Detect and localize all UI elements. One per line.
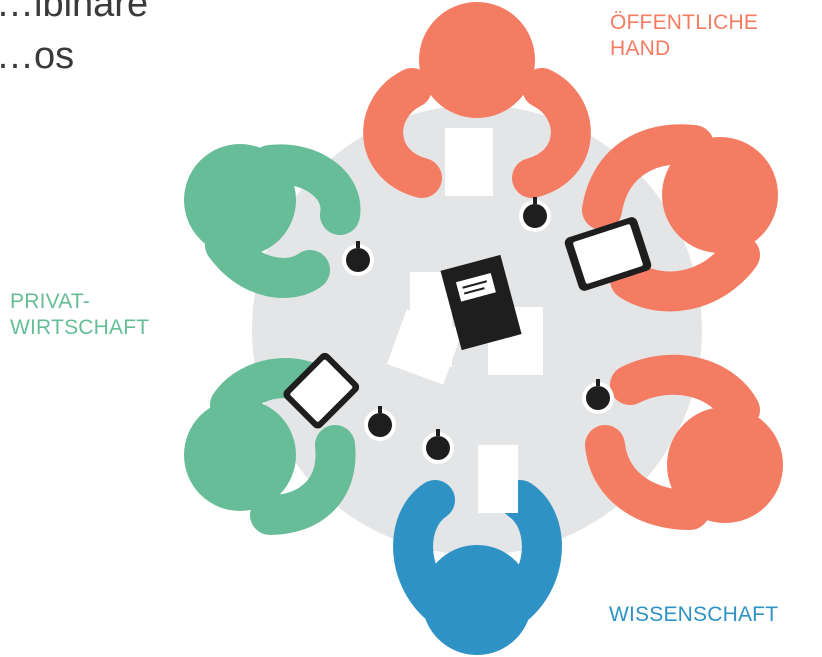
tablet-left: [283, 352, 360, 429]
person-top: [363, 2, 591, 198]
paper-bottom: [478, 445, 518, 513]
tablet-left-screen: [290, 359, 353, 422]
person-bottom: [393, 480, 562, 655]
person-top-arms: [363, 68, 442, 198]
folder-back: [440, 254, 522, 351]
person-upper-left-head: [184, 144, 296, 256]
headline-line-1: …lbinäre: [0, 0, 149, 25]
person-lower-left-arm-2: [250, 425, 356, 535]
person-lower-right-arm-2: [585, 425, 710, 530]
person-upper-right-head: [662, 137, 778, 253]
tablet-right: [564, 217, 652, 291]
person-upper-left: [184, 144, 361, 298]
person-upper-right-arm-1: [582, 124, 714, 230]
person-lower-right: [585, 354, 783, 530]
headline-line-2: …os: [0, 35, 75, 77]
coffee-cup-icon: [364, 406, 396, 441]
person-top-arm-right: [512, 68, 591, 198]
paper-top: [445, 128, 493, 196]
paper-left-tilted: [386, 309, 464, 385]
label-public-line-1: ÖFFENTLICHE: [610, 11, 759, 34]
person-upper-right: [582, 124, 778, 312]
person-lower-right-arm-1: [610, 354, 760, 430]
label-private-line-1: PRIVAT-: [10, 290, 90, 313]
label-science: WISSENSCHAFT: [609, 602, 778, 628]
folder-label: [455, 272, 496, 302]
coffee-cup-icon: [519, 197, 551, 232]
label-public-line-2: HAND: [610, 37, 671, 60]
label-private-sector: PRIVAT- WIRTSCHAFT: [10, 289, 149, 341]
label-private-line-2: WIRTSCHAFT: [10, 316, 150, 339]
person-lower-left: [184, 358, 356, 535]
headline: …lbinäre …os: [0, 0, 148, 82]
person-upper-right-arm-2: [610, 235, 760, 312]
coffee-cup-icon: [422, 429, 454, 464]
coffee-cup-icon: [342, 241, 374, 276]
coffee-cup-icon: [582, 379, 614, 414]
person-bottom-head: [422, 545, 532, 655]
label-public-sector: ÖFFENTLICHE HAND: [610, 10, 758, 62]
label-science-line-1: WISSENSCHAFT: [609, 603, 779, 626]
person-top-head: [419, 2, 535, 118]
folder-label-line-2: [463, 287, 485, 295]
person-lower-left-head: [184, 399, 296, 511]
folder-label-line-1: [462, 280, 488, 289]
document-folder: [440, 254, 522, 351]
tablet-right-screen: [573, 224, 643, 284]
person-lower-right-head: [667, 407, 783, 523]
